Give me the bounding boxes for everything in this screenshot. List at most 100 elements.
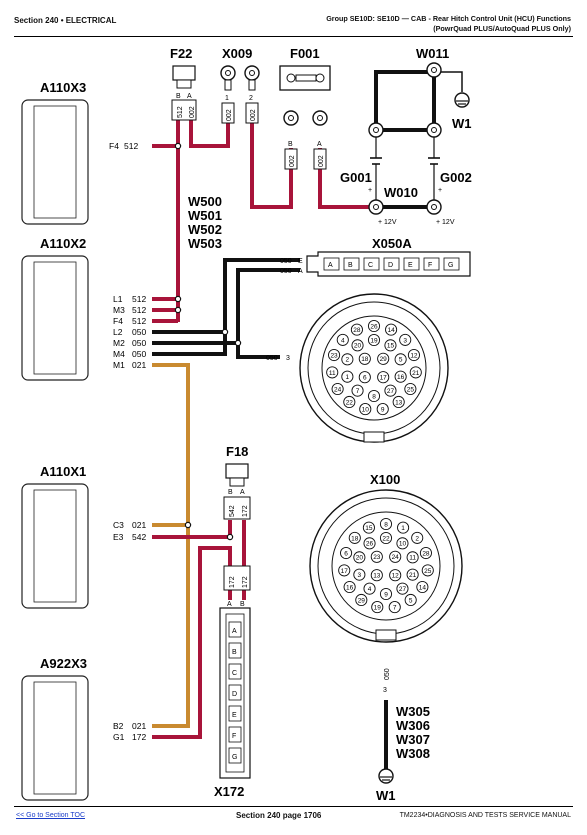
manual-title: TM2234•DIAGNOSIS AND TESTS SERVICE MANUA… [399, 812, 571, 819]
pin-number: 13 [373, 573, 381, 580]
pin-label: E [232, 712, 237, 719]
pin-socket [397, 521, 410, 534]
pin-socket [404, 382, 417, 396]
pin-socket [411, 531, 424, 544]
harness-label: W305 [396, 704, 430, 719]
pin-number: 29 [380, 356, 388, 363]
fuse-label: F001 [290, 46, 320, 61]
ground-w1-top: W1 [452, 92, 472, 131]
pin-socket [379, 517, 393, 531]
splice-dot [174, 142, 182, 150]
connector-a110x3: A110X3 F4 512 [21, 80, 138, 225]
wire-number: 512 [132, 294, 146, 304]
pin-number: 28 [422, 550, 430, 557]
pin-socket [370, 569, 383, 582]
pin-number: 16 [346, 584, 354, 591]
pin-number: 8 [384, 521, 388, 528]
pin-number: 3 [358, 572, 362, 579]
pin-socket [406, 551, 419, 564]
pin-socket [377, 352, 390, 365]
pin-number: 15 [387, 343, 395, 350]
harness-labels-bottom: W305 W306 W307 W308 [396, 704, 430, 761]
splice-dot [184, 521, 192, 529]
harness-label: W306 [396, 718, 430, 733]
pin-socket [379, 531, 393, 545]
pin-socket [341, 353, 354, 366]
pin-label: B [232, 649, 237, 656]
pin-label: A [227, 601, 232, 608]
pin-label: B [240, 601, 245, 608]
wire-number: 050 [266, 355, 278, 362]
pin-socket [384, 339, 397, 352]
ground-label: W1 [452, 116, 472, 131]
pin-socket [355, 593, 368, 607]
pin-label: A [187, 93, 192, 100]
pin-label: F [232, 733, 236, 740]
wire-number: 542 [132, 532, 146, 542]
pin-number: 7 [393, 604, 397, 611]
pin-number: 11 [329, 370, 336, 377]
pin-label: M3 [113, 305, 125, 315]
pin-number: 19 [370, 337, 378, 344]
battery-label: G001 [340, 170, 372, 185]
pin-number: 9 [381, 406, 385, 413]
wire-002-f001b [250, 120, 293, 209]
pin-label: F [428, 262, 432, 269]
pin-label: 1 [225, 95, 229, 102]
pin-number: 6 [344, 550, 348, 557]
pin-number: 26 [366, 541, 374, 548]
pin-number: 1 [346, 374, 350, 381]
pin-label: L1 [113, 294, 123, 304]
connector-label: A110X3 [40, 80, 86, 95]
pin-socket [351, 384, 364, 397]
pin-socket [394, 353, 407, 366]
pin-label: E [408, 262, 413, 269]
x050a-pin-face: 2917618191551627871220261431221251391022… [326, 319, 422, 416]
pin-label: A [298, 268, 303, 275]
splice-dot [174, 295, 182, 303]
pin-socket [399, 333, 412, 346]
pin-number: 17 [341, 568, 349, 575]
pin-number: 9 [384, 591, 388, 598]
pin-number: 28 [353, 327, 361, 334]
pin-number: 17 [380, 375, 388, 382]
pin-label: E3 [113, 532, 124, 542]
splice-dot [234, 339, 242, 347]
fuse-f22: F22 B A 512 002 [170, 46, 197, 121]
pin-socket [359, 403, 372, 416]
pin-label: A [317, 141, 322, 148]
wire-battery-top [374, 70, 436, 130]
pin-socket [358, 371, 371, 384]
pin-socket [326, 366, 339, 379]
pin-label: 3 [286, 355, 290, 362]
pin-number: 25 [424, 568, 432, 575]
splice-dot [221, 328, 229, 336]
connector-label: X009 [222, 46, 252, 61]
pin-socket [394, 370, 407, 383]
wire-number: 512 [132, 316, 146, 326]
pin-number: 21 [409, 572, 417, 579]
pin-socket [409, 366, 422, 379]
pin-number: 10 [362, 406, 370, 413]
pin-label: M1 [113, 360, 125, 370]
pin-number: 18 [351, 535, 359, 542]
toc-link[interactable]: << Go to Section TOC [16, 812, 86, 819]
pin-socket [371, 601, 384, 614]
wire-050-l2 [152, 258, 300, 334]
pin-socket [377, 371, 390, 384]
pin-label: F4 [113, 316, 123, 326]
wire-172-g1 [152, 546, 232, 739]
wire-number: 542 [229, 505, 236, 517]
pin-socket [358, 352, 371, 365]
pin-number: 27 [387, 388, 395, 395]
pin-label: M4 [113, 349, 125, 359]
wire-number: 172 [229, 576, 236, 588]
connector-label: X100 [370, 472, 400, 487]
svg-text:+: + [438, 187, 442, 194]
wire-number: 512 [124, 141, 138, 151]
pin-socket [350, 323, 363, 336]
connector-a110x2: A110X2 L1 512 M3 512 F4 512 L2 050 M2 05… [21, 236, 146, 381]
pin-number: 2 [415, 535, 419, 542]
pin-number: 11 [409, 555, 416, 562]
